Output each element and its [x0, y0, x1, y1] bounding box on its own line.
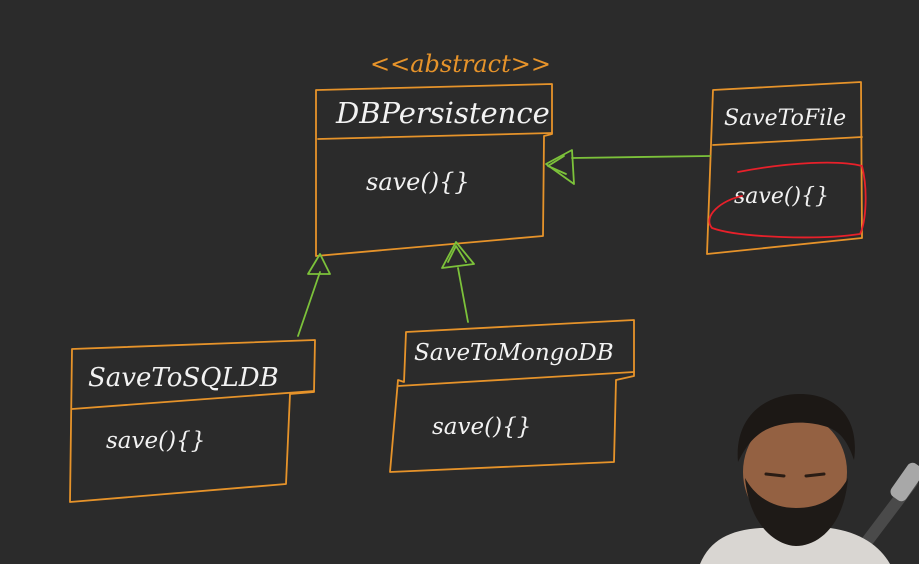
class-box-savetosqldb	[69, 339, 316, 503]
beard	[745, 478, 848, 546]
class-box-savetofile	[706, 81, 863, 255]
class-savetomongodb: SaveToMongoDB save(){}	[389, 319, 635, 473]
arrow-line	[571, 155, 711, 159]
class-method-savetomongodb: save(){}	[432, 414, 531, 440]
class-savetosqldb: SaveToSQLDB save(){}	[69, 339, 316, 503]
inheritance-arrow-savetofile	[545, 149, 711, 185]
inheritance-arrow-savetosqldb	[297, 253, 331, 337]
class-method-savetosqldb: save(){}	[106, 428, 205, 454]
hair	[737, 394, 855, 462]
class-name-dbpersistence: DBPersistence	[335, 96, 550, 130]
arrow-head-triangle	[307, 253, 331, 275]
arrow-head-triangle	[441, 241, 475, 269]
inheritance-arrow-savetomongodb	[441, 241, 475, 323]
class-name-savetofile: SaveToFile	[724, 106, 846, 131]
arrow-head-triangle	[545, 149, 575, 185]
shirt	[700, 528, 890, 564]
left-eye	[764, 472, 786, 478]
arrow-head-overdraw	[447, 245, 467, 263]
person-icon	[700, 394, 919, 564]
class-name-savetomongodb: SaveToMongoDB	[414, 340, 614, 366]
class-divider-savetomongodb	[397, 371, 635, 387]
class-method-dbpersistence: save(){}	[366, 168, 470, 196]
class-box-dbpersistence	[315, 83, 553, 257]
right-eye	[804, 472, 826, 478]
class-name-savetosqldb: SaveToSQLDB	[88, 363, 279, 393]
class-method-savetofile: save(){}	[734, 184, 829, 209]
mic-icon	[890, 462, 919, 502]
arrow-head-overdraw	[547, 155, 567, 175]
class-divider-savetofile	[712, 136, 863, 146]
abstract-stereotype-label: <<abstract>>	[370, 50, 551, 78]
arrow-line	[457, 267, 469, 323]
class-savetofile: SaveToFile save(){}	[706, 81, 867, 255]
class-divider-savetosqldb	[71, 390, 315, 410]
arrow-line	[297, 271, 321, 337]
face	[743, 414, 847, 530]
highlight-circle	[708, 161, 867, 239]
class-divider-dbpersistence	[317, 132, 553, 140]
class-box-savetomongodb	[389, 319, 635, 473]
class-dbpersistence: DBPersistence save(){}	[315, 83, 553, 257]
